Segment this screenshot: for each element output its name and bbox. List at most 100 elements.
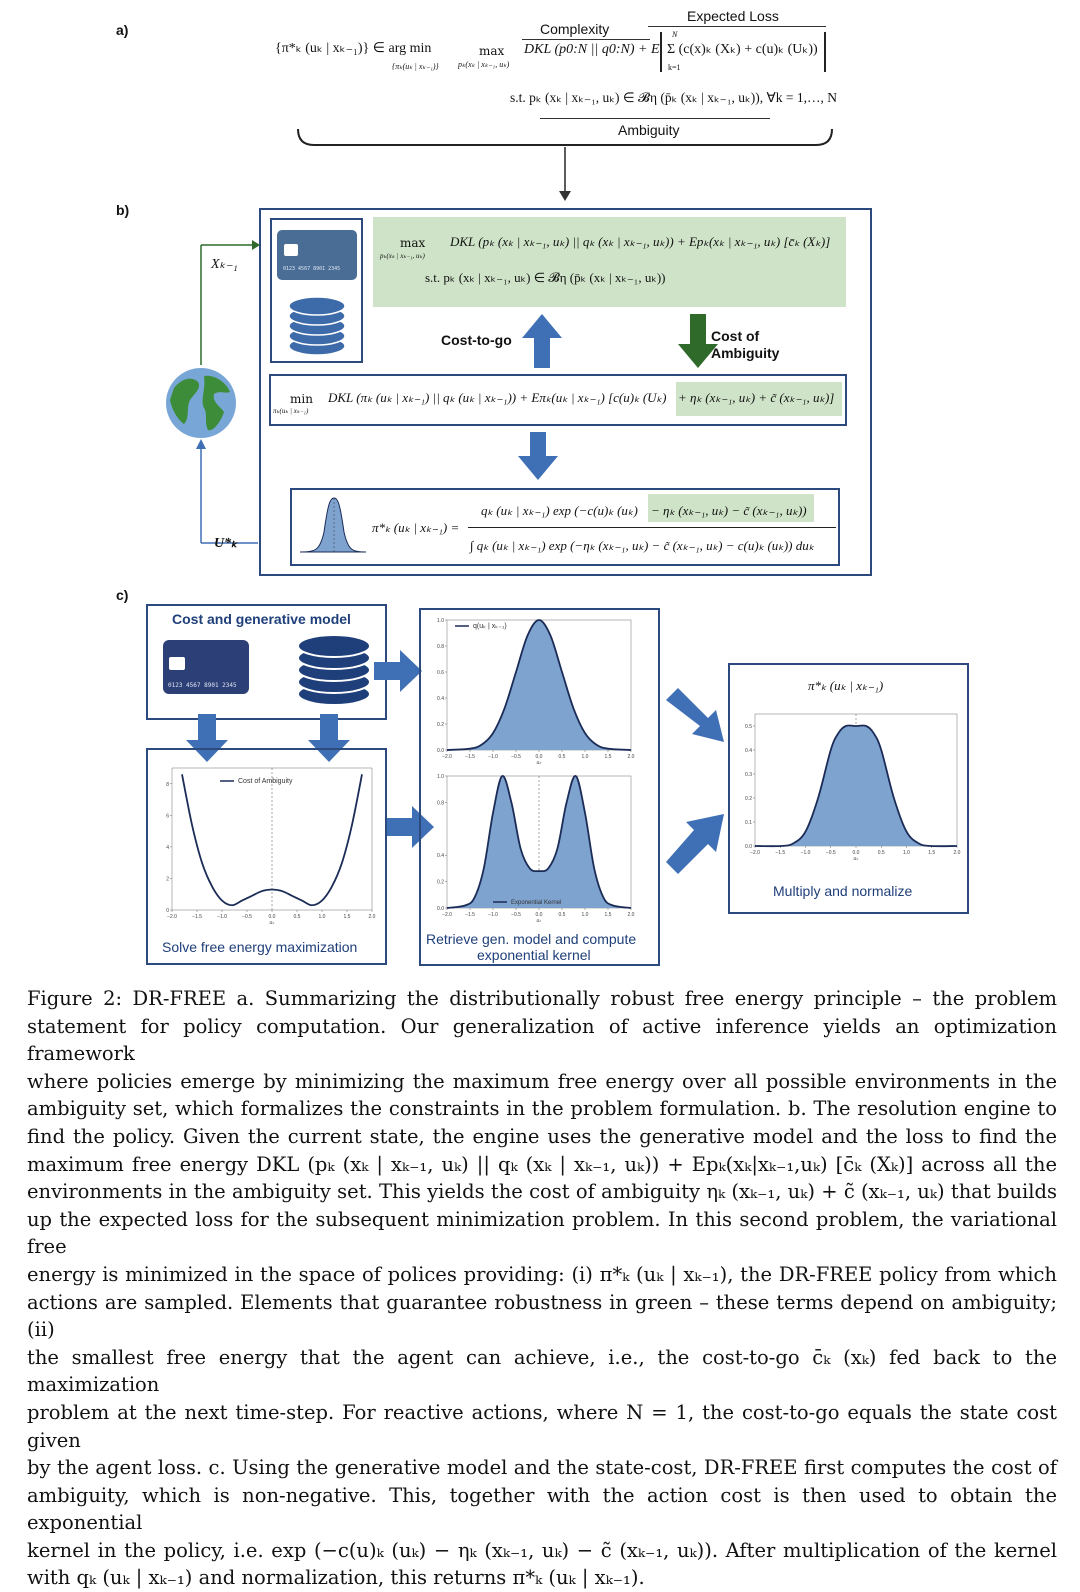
y-tick-label: 0.4 [437, 853, 444, 859]
x-tick-label: −1.5 [775, 850, 785, 856]
caption-line: ambiguity, which is non-negative. This, … [27, 1482, 1057, 1537]
x-tick-label: 0.5 [559, 754, 566, 760]
complexity-label: Complexity [540, 21, 609, 37]
x-tick-label: −1.0 [801, 850, 811, 856]
y-tick-label: 1.0 [437, 774, 444, 780]
max-subscript: pₖ(xₖ | xₖ₋₁, uₖ) [458, 60, 509, 69]
x-tick-label: 1.0 [319, 914, 326, 920]
min-objective-b: DKL (πₖ (uₖ | xₖ₋₁) || qₖ (uₖ | xₖ₋₁)) +… [328, 390, 666, 406]
min-objective-green: + ηₖ (xₖ₋₁, uₖ) + c̃ (xₖ₋₁, uₖ)] [678, 390, 834, 406]
cost-to-go-arrow [520, 312, 564, 370]
box4-header: π*ₖ (uₖ | xₖ₋₁) [808, 678, 883, 694]
panel-c-label: c) [116, 587, 128, 603]
x-axis-label: uₖ [537, 918, 543, 924]
sum-expression: Σ (c(x)ₖ (Xₖ) + c(u)ₖ (Uₖ)) [667, 41, 818, 58]
x-tick-label: 1.0 [903, 850, 910, 856]
y-tick-label: 0.2 [437, 722, 444, 728]
sum-upper-limit: N [672, 30, 677, 39]
caption-line: kernel in the policy, i.e. exp (−c(u)ₖ (… [27, 1537, 1057, 1565]
x-tick-label: −2.0 [442, 754, 452, 760]
arrow-kernel-to-policy [662, 810, 728, 876]
y-tick-label: 1.0 [437, 618, 444, 624]
y-tick-label: 0.8 [437, 644, 444, 650]
x-tick-label: 1.5 [605, 912, 612, 918]
arrow-db-to-prior [372, 648, 424, 694]
x-tick-label: −1.0 [217, 914, 227, 920]
argmin-expression: {π*ₖ (uₖ | xₖ₋₁)} ∈ arg min [275, 40, 431, 57]
panel-a-label: a) [116, 22, 128, 38]
y-tick-label: 2 [166, 876, 169, 882]
y-tick-label: 0.4 [437, 696, 444, 702]
x-axis-label: uₖ [537, 760, 543, 766]
caption-line: environments in the ambiguity set. This … [27, 1178, 1057, 1206]
caption-line: statement for policy computation. Our ge… [27, 1013, 1057, 1068]
x-tick-label: −1.0 [488, 912, 498, 918]
dkl-expression: DKL (p0:N || q0:N) + E [524, 42, 660, 58]
x-tick-label: 1.0 [582, 912, 589, 918]
x-tick-label: −1.5 [465, 754, 475, 760]
x-tick-label: −2.0 [750, 850, 760, 856]
argmin-subscript: {πₖ(uₖ | xₖ₋₁)} [392, 62, 439, 71]
y-tick-label: 0.2 [745, 796, 752, 802]
globe-icon [164, 366, 238, 440]
caption-line: find the policy. Given the current state… [27, 1123, 1057, 1151]
caption-line: up the expected loss for the subsequent … [27, 1206, 1057, 1261]
x-tick-label: 1.5 [605, 754, 612, 760]
policy-fraction-bar [468, 527, 836, 528]
box3-title-1: Retrieve gen. model and compute [426, 931, 636, 947]
y-tick-label: 0.4 [745, 748, 752, 754]
x-tick-label: −0.5 [242, 914, 252, 920]
credit-card-icon-c: 0123 4567 8901 2345 [163, 640, 249, 694]
min-operator-b: min [290, 392, 313, 406]
legend-label: Exponential Kernel [511, 900, 561, 906]
y-tick-label: 0.8 [437, 800, 444, 806]
caption-line: where policies emerge by minimizing the … [27, 1068, 1057, 1096]
state-label: Xₖ₋₁ [211, 256, 238, 273]
y-tick-label: 0.0 [745, 844, 752, 850]
max-operator: max [479, 44, 504, 58]
ambiguity-underline [540, 118, 770, 119]
x-tick-label: 0.5 [878, 850, 885, 856]
down-arrow-b [516, 430, 560, 482]
policy-denominator: ∫ qₖ (uₖ | xₖ₋₁) exp (−ηₖ (xₖ₋₁, uₖ) − c… [470, 538, 814, 554]
caption-line: the smallest free energy that the agent … [27, 1344, 1057, 1399]
card-number: 0123 4567 8901 2345 [283, 266, 340, 272]
caption-line: Figure 2: DR-FREE a. Summarizing the dis… [27, 985, 1057, 1013]
arrow-prior-to-policy [662, 686, 728, 746]
x-axis-label: uₖ [854, 856, 860, 862]
caption-line: ambiguity set, which formalizes the cons… [27, 1095, 1057, 1123]
complexity-overline [522, 39, 650, 40]
caption-line: actions are sampled. Elements that guara… [27, 1289, 1057, 1344]
y-tick-label: 0.5 [745, 724, 752, 730]
maximization-problem [373, 217, 846, 307]
y-tick-label: 0.3 [745, 772, 752, 778]
box4-title: Multiply and normalize [773, 883, 912, 899]
x-tick-label: 2.0 [628, 754, 635, 760]
x-tick-label: 1.5 [928, 850, 935, 856]
x-axis-label: uₖ [270, 920, 276, 926]
x-tick-label: 2.0 [628, 912, 635, 918]
caption-line: by the agent loss. c. Using the generati… [27, 1454, 1057, 1482]
figure-caption: Figure 2: DR-FREE a. Summarizing the dis… [27, 985, 1057, 1592]
y-tick-label: 0 [166, 908, 169, 914]
x-tick-label: −2.0 [442, 912, 452, 918]
caption-line: with qₖ (uₖ | xₖ₋₁) and normalization, t… [27, 1564, 1057, 1592]
x-tick-label: 0.5 [294, 914, 301, 920]
x-tick-label: 0.5 [559, 912, 566, 918]
policy-lhs: π*ₖ (uₖ | xₖ₋₁) = [372, 520, 459, 536]
x-tick-label: 2.0 [954, 850, 961, 856]
max-operator-b: max [400, 236, 425, 250]
caption-line: maximum free energy DKL (pₖ (xₖ | xₖ₋₁, … [27, 1151, 1057, 1179]
caption-line: problem at the next time-step. For react… [27, 1399, 1057, 1454]
x-tick-label: 2.0 [369, 914, 376, 920]
y-tick-label: 0.0 [437, 906, 444, 912]
cost-to-go-label: Cost-to-go [441, 332, 512, 348]
policy-thumbnail-chart [296, 494, 368, 558]
cost-of-ambiguity-label: Cost of Ambiguity [711, 328, 801, 362]
database-icon-c [296, 632, 372, 708]
x-tick-label: −1.0 [488, 754, 498, 760]
